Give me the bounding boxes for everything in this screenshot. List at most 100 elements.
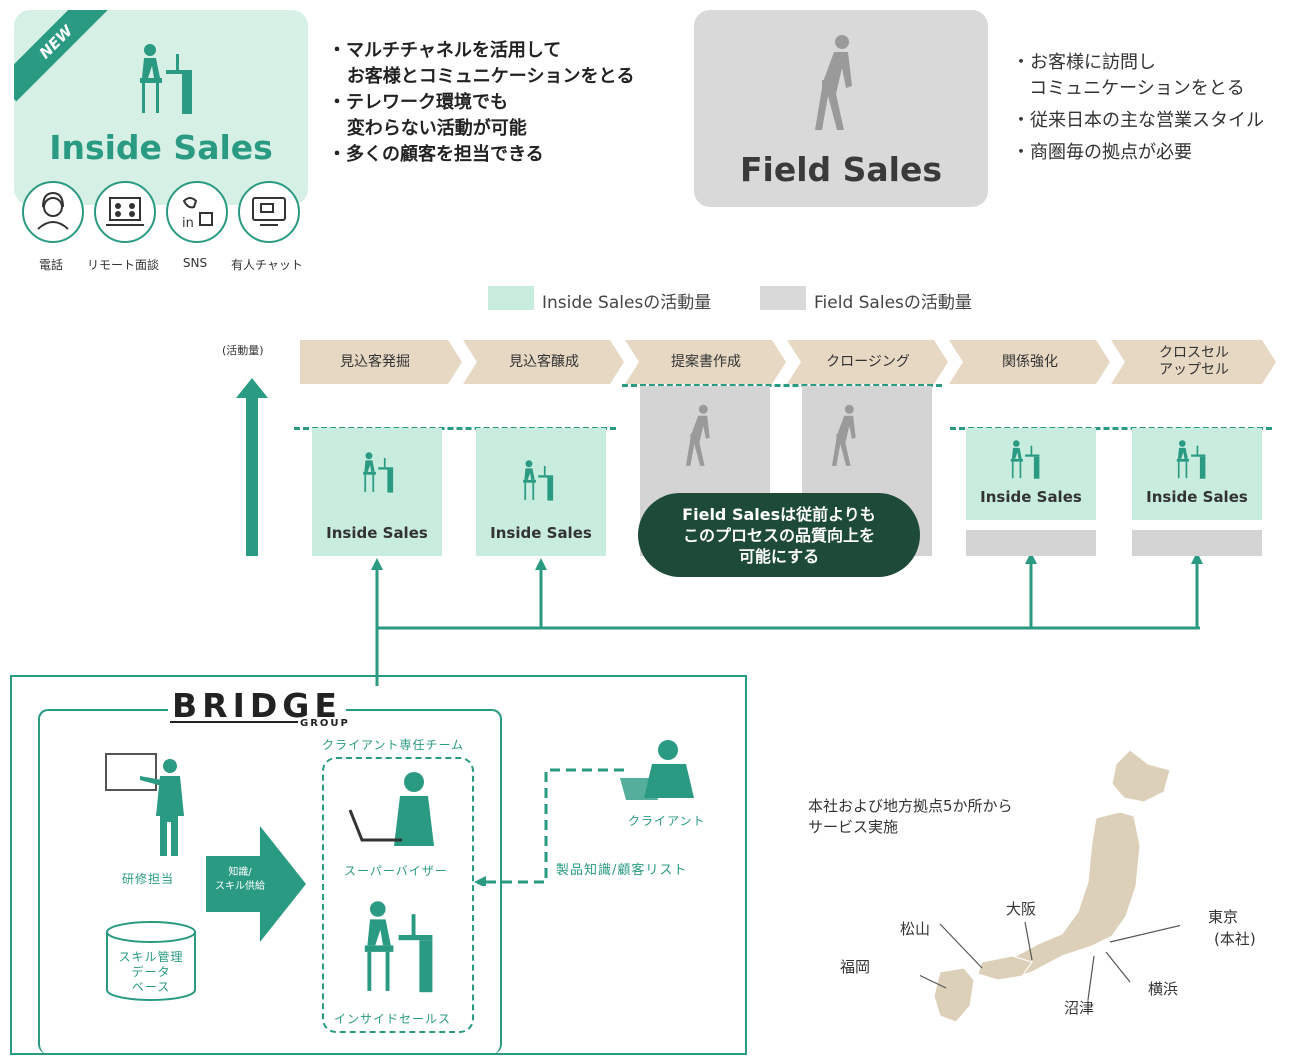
field-level-line <box>622 384 942 387</box>
team-title: クライアント専任チーム <box>322 738 465 752</box>
knowledge-arrow-icon <box>206 826 306 942</box>
client-flow <box>474 740 694 886</box>
legend-field-swatch <box>760 286 806 310</box>
inside-sales-title: Inside Sales <box>49 128 273 167</box>
step-chevron <box>949 340 1110 384</box>
kyushu-region <box>933 967 975 1023</box>
city-matsuyama: 松山 <box>900 920 931 938</box>
database-icon <box>106 921 196 1001</box>
box-label: Inside Sales <box>490 524 592 542</box>
box-label: Inside Sales <box>326 524 428 542</box>
svg-text:in: in <box>182 216 194 231</box>
field-sales-callout: Field Salesは従前よりも このプロセスの品質向上を 可能にする <box>638 493 920 577</box>
matsuyama-leader <box>939 923 983 969</box>
sns-icon: in <box>166 181 228 243</box>
inside-sales-box-prospecting: Inside Sales <box>312 428 442 556</box>
phone-headset-icon <box>22 181 84 243</box>
legend-field-label: Field Salesの活動量 <box>814 293 972 313</box>
bullet-item: ・お客様に訪問し コミュニケーションをとる <box>1012 52 1245 99</box>
activity-up-arrow <box>236 378 268 556</box>
channel-remote-label: リモート面談 <box>86 258 159 272</box>
supervisor-icon <box>348 772 434 846</box>
honshu-region <box>995 811 1141 981</box>
inside-sales-bullets: ・マルチチャネルを活用して お客様とコミュニケーションをとる ・テレワーク環境で… <box>328 38 668 168</box>
client-label: クライアント <box>628 814 706 828</box>
inside-level-line-left <box>294 427 616 430</box>
activity-axis-label: (活動量) <box>222 344 264 357</box>
bridge-group-panel <box>10 675 747 1055</box>
step-nurturing: 見込客醸成 <box>509 353 579 370</box>
box-label: Inside Sales <box>1146 488 1248 506</box>
walking-person-icon <box>815 35 852 130</box>
city-osaka: 大阪 <box>1006 900 1037 918</box>
connector-lines <box>371 556 1203 686</box>
city-fukuoka: 福岡 <box>840 958 871 976</box>
inside-sales-box-nurturing: Inside Sales <box>476 428 606 556</box>
bullet-item: ・商圏毎の拠点が必要 <box>1012 142 1192 163</box>
inside-sales-member-label: インサイドセールス <box>334 1012 452 1026</box>
desk-worker-icon <box>1176 440 1206 479</box>
japan-map <box>920 749 1180 1023</box>
legend-inside-label: Inside Salesの活動量 <box>542 293 712 313</box>
field-sales-small-box <box>1132 530 1262 556</box>
city-tokyo: 東京 <box>1208 908 1239 926</box>
city-numazu: 沼津 <box>1064 999 1095 1017</box>
hokkaido-region <box>1111 749 1171 803</box>
tokyo-leader <box>1109 924 1180 943</box>
step-chevron <box>463 340 624 384</box>
desk-worker-icon <box>140 44 192 114</box>
desk-worker-icon <box>1010 440 1040 479</box>
shikoku-region <box>977 955 1033 981</box>
chat-icon <box>238 181 300 243</box>
field-sales-card: Field Sales <box>694 10 988 207</box>
new-badge: NEW <box>14 10 116 102</box>
trainer-label: 研修担当 <box>122 872 175 886</box>
logo-rule <box>170 721 298 723</box>
step-relationship: 関係強化 <box>1002 353 1058 370</box>
map-caption: 本社および地方拠点5か所からサービス実施 <box>808 797 1013 836</box>
inside-level-line-right <box>950 427 1272 430</box>
bridge-logo-sub: GROUP <box>298 718 352 729</box>
step-chevron <box>300 340 462 384</box>
fukuoka-leader <box>920 974 947 989</box>
client-team-box <box>322 757 474 1033</box>
osaka-leader <box>1024 921 1033 961</box>
city-tokyo-note: (本社) <box>1214 930 1256 948</box>
walking-person-icon <box>685 404 710 466</box>
field-sales-bullets: ・お客様に訪問し コミュニケーションをとる ・従来日本の主な営業スタイル ・商圏… <box>1012 50 1292 166</box>
field-sales-title: Field Sales <box>739 150 943 189</box>
channel-phone-label: 電話 <box>38 258 63 272</box>
step-chevron <box>625 340 786 384</box>
field-sales-small-box <box>966 530 1096 556</box>
box-label: Inside Sales <box>980 488 1082 506</box>
channel-chat-label: 有人チャット <box>231 258 303 272</box>
desk-worker-icon <box>364 901 433 993</box>
process-chevrons <box>300 340 1276 384</box>
yokohama-leader <box>1105 951 1131 983</box>
desk-worker-icon <box>523 460 554 501</box>
legend-inside-swatch <box>488 286 534 310</box>
step-prospecting: 見込客発掘 <box>340 353 410 370</box>
step-proposal: 提案書作成 <box>671 353 741 370</box>
flow-label: 製品知識/顧客リスト <box>556 863 688 878</box>
remote-meeting-icon <box>94 181 156 243</box>
inside-sales-box-relationship: Inside Sales <box>966 428 1096 520</box>
bullet-item: ・多くの顧客を担当できる <box>328 144 544 165</box>
city-yokohama: 横浜 <box>1148 980 1179 998</box>
bullet-item: ・テレワーク環境でも 変わらない活動が可能 <box>328 92 527 139</box>
step-chevron <box>1111 340 1276 384</box>
trainer-icon <box>105 753 184 856</box>
inside-sales-card: NEW Inside Sales <box>14 10 308 205</box>
bullet-item: ・マルチチャネルを活用して お客様とコミュニケーションをとる <box>328 40 635 87</box>
bullet-item: ・従来日本の主な営業スタイル <box>1012 110 1264 131</box>
inside-sales-box-cross-sell: Inside Sales <box>1132 428 1262 520</box>
channel-sns-label: SNS <box>182 256 208 270</box>
knowledge-arrow-label: 知識/スキル供給 <box>215 867 265 892</box>
desk-worker-icon <box>363 452 394 493</box>
numazu-leader <box>1087 955 1095 1001</box>
walking-person-icon <box>831 404 856 466</box>
supervisor-label: スーパーバイザー <box>344 864 448 878</box>
step-cross-sell: クロスセルアップセル <box>1159 345 1229 378</box>
step-chevron <box>787 340 948 384</box>
database-label: スキル管理データベース <box>118 950 184 994</box>
